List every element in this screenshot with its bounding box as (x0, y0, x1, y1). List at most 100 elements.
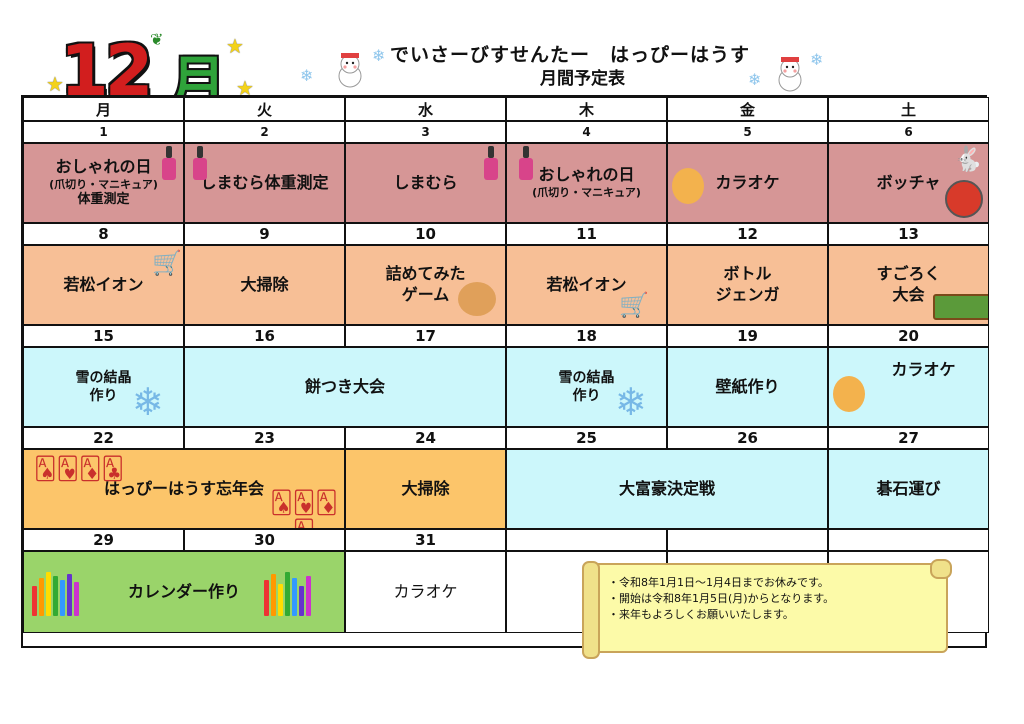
calendar-header: 12 月 ★ ★ ★ ❦ ❄ ❄ ❄ ❄ でいさーびすせんたー はっぴーはうす … (0, 0, 1024, 116)
snowflake-icon: ❄ (615, 380, 647, 424)
date-cell (667, 529, 828, 551)
boccia-ball-icon (945, 180, 983, 218)
weekday-tue: 火 (184, 97, 345, 121)
snowflake-icon: ❄ (810, 50, 824, 69)
snowflake-icon: ❄ (748, 70, 762, 89)
date-cell: 8 (23, 223, 184, 245)
date-cell: 29 (23, 529, 184, 551)
date-cell: 13 (828, 223, 989, 245)
event-extra: 体重測定 (77, 192, 130, 208)
event-label: 碁石運び (876, 478, 941, 498)
event-label: しまむら体重測定 (200, 172, 329, 192)
page-subtitle: 月間予定表 (540, 69, 625, 89)
event-cell: 碁石運び (828, 449, 989, 529)
date-cell: 18 (506, 325, 667, 347)
weekday-mon: 月 (23, 97, 184, 121)
event-label: カラオケ (393, 581, 458, 601)
event-label: しまむら (393, 172, 458, 192)
date-cell: 27 (828, 427, 989, 449)
star-icon: ★ (236, 76, 254, 100)
event-label: カラオケ (715, 172, 780, 192)
weekday-thu: 木 (506, 97, 667, 121)
event-cell: おしゃれの日 (爪切り・マニキュア) 体重測定 (23, 143, 184, 223)
colored-pencils-icon (264, 570, 311, 616)
playing-cards-icon: 🂡🂱🃁🃑 (34, 457, 125, 482)
date-cell: 5 (667, 121, 828, 143)
event-cell: はっぴーはうす忘年会 🂡🂱🃁🃑 🂡🂱🃁🃑 (23, 449, 345, 529)
event-cell: カラオケ (828, 347, 989, 427)
event-label: 大掃除 (240, 274, 289, 294)
shopping-cart-icon: 🛒 (619, 291, 649, 319)
star-icon: ★ (226, 34, 244, 58)
date-cell: 24 (345, 427, 506, 449)
shopping-cart-icon: 🛒 (152, 249, 182, 277)
event-cell: 壁紙作り (667, 347, 828, 427)
event-label: 若松イオン (546, 274, 627, 294)
date-cell: 30 (184, 529, 345, 551)
snowflake-icon: ❄ (300, 66, 314, 85)
star-icon: ★ (46, 72, 64, 96)
holiday-notice: ・令和8年1月1日～1月4日までお休みです。 ・開始は令和8年1月5日(月)から… (582, 559, 952, 659)
game-player-icon (458, 282, 496, 316)
date-cell: 4 (506, 121, 667, 143)
event-cell: しまむら (345, 143, 506, 223)
event-cell: 若松イオン 🛒 (23, 245, 184, 325)
weekday-fri: 金 (667, 97, 828, 121)
date-cell (828, 529, 989, 551)
event-label: 壁紙作り (715, 376, 780, 396)
event-label: はっぴーはうす忘年会 (103, 478, 264, 498)
karaoke-singer-icon (833, 376, 865, 412)
event-label: すごろく (876, 264, 941, 284)
date-cell: 10 (345, 223, 506, 245)
event-cell: カラオケ (345, 551, 506, 633)
date-cell: 6 (828, 121, 989, 143)
event-label: ボッチャ (876, 172, 941, 192)
rabbit-icon: 🐇 (953, 145, 983, 173)
event-cell: 雪の結晶 作り ❄ (23, 347, 184, 427)
weekday-sat: 土 (828, 97, 989, 121)
snowflake-icon: ❄ (372, 46, 386, 65)
date-cell: 2 (184, 121, 345, 143)
nail-polish-icon (519, 146, 533, 180)
event-cell: 雪の結晶 作り ❄ (506, 347, 667, 427)
event-cell: 大掃除 (184, 245, 345, 325)
calendar-grid: 月 火 水 木 金 土 1 2 3 4 5 6 おしゃれの日 (爪切り・マニキュ… (21, 95, 989, 648)
event-cell: しまむら体重測定 (184, 143, 345, 223)
event-extra: 作り (89, 388, 118, 404)
event-label: 餅つき大会 (304, 376, 385, 396)
notice-line: ・来年もよろしくお願いいたします。 (608, 607, 794, 621)
snowflake-icon: ❄ (132, 380, 164, 424)
event-cell: 詰めてみた ゲーム (345, 245, 506, 325)
event-cell: 餅つき大会 (184, 347, 506, 427)
event-extra: ゲーム (401, 285, 450, 304)
event-note: (爪切り・マニキュア) (49, 177, 158, 191)
date-cell: 26 (667, 427, 828, 449)
event-label: 詰めてみた (385, 264, 466, 284)
date-cell: 23 (184, 427, 345, 449)
event-extra: ジェンガ (715, 285, 780, 304)
date-cell: 12 (667, 223, 828, 245)
event-label: 若松イオン (63, 274, 144, 294)
event-cell: カレンダー作り (23, 551, 345, 633)
nail-polish-icon (484, 146, 498, 180)
date-cell: 31 (345, 529, 506, 551)
event-cell: 大富豪決定戦 (506, 449, 828, 529)
event-note: (爪切り・マニキュア) (532, 186, 641, 200)
event-extra: 作り (572, 388, 601, 404)
event-label: カレンダー作り (127, 581, 240, 601)
playing-cards-icon: 🂡🂱🃁🃑 (270, 491, 338, 528)
scroll-roll (582, 561, 600, 659)
snowman-icon (338, 53, 362, 88)
event-cell: ボトル ジェンガ (667, 245, 828, 325)
event-label: おしゃれの日 (538, 165, 635, 185)
train-icon (933, 294, 988, 320)
event-cell: すごろく 大会 (828, 245, 989, 325)
karaoke-singer-icon (672, 168, 704, 204)
event-cell: 大掃除 (345, 449, 506, 529)
date-cell: 17 (345, 325, 506, 347)
event-label: 雪の結晶 (75, 369, 132, 386)
date-cell: 11 (506, 223, 667, 245)
event-label: カラオケ (891, 360, 956, 379)
date-cell: 22 (23, 427, 184, 449)
event-cell: ボッチャ 🐇 (828, 143, 989, 223)
